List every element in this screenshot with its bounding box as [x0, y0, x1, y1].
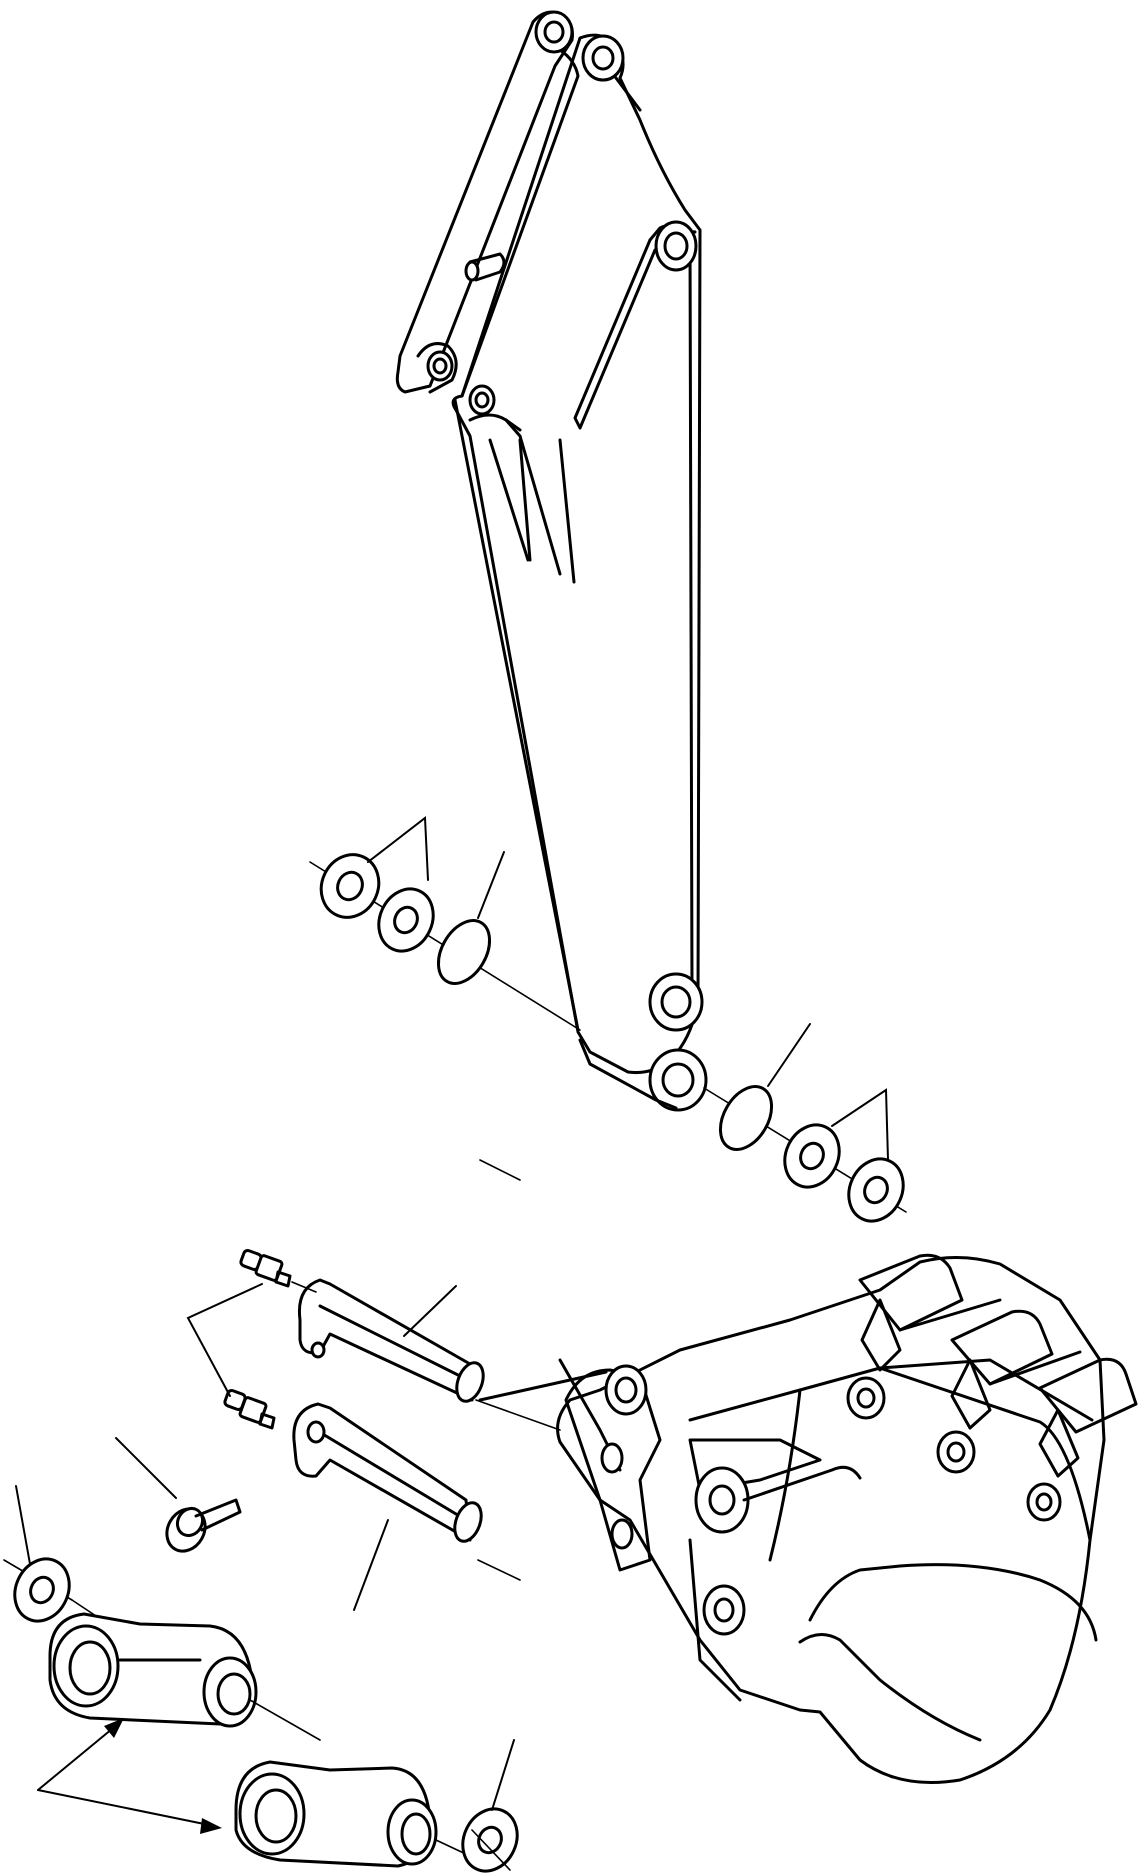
washer-link-right [461, 1739, 519, 1873]
arm [395, 10, 708, 1112]
lower-pin [292, 1402, 521, 1611]
lock-bolt [115, 1437, 242, 1553]
bucket [556, 1253, 1138, 1784]
o-ring-left [436, 851, 505, 985]
grease-fitting-lower [223, 1389, 276, 1430]
grease-fitting-upper [239, 1249, 317, 1293]
upper-pin [297, 1159, 608, 1431]
leader-grease-fittings [186, 1283, 263, 1397]
link-right [234, 1699, 471, 1868]
leader-links [37, 1718, 222, 1834]
bucket-teeth [846, 1253, 1138, 1522]
shim-washer-set-left [309, 816, 581, 1031]
shim-washer-set-right [783, 1088, 905, 1223]
washer-link-left [3, 1485, 73, 1623]
link-left [48, 1599, 258, 1728]
